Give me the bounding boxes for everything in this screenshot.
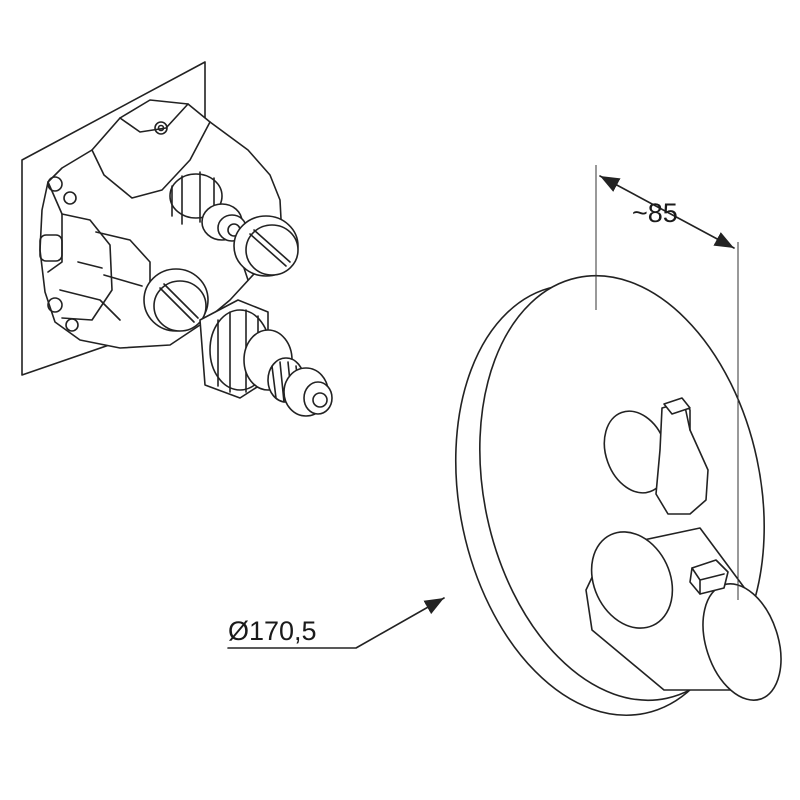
diameter-dimension-label: Ø170,5: [228, 616, 317, 646]
trim-plate-illustration: [454, 274, 782, 717]
service-stop-screw-bottom: [143, 268, 209, 332]
service-stop-screw-top: [233, 215, 299, 281]
thermostatic-cartridge: [199, 299, 333, 417]
top-outlet-fitting: [169, 171, 247, 242]
depth-dimension-label: ~85: [632, 198, 678, 228]
valve-body-illustration: [21, 61, 333, 417]
temperature-knob: [585, 527, 782, 701]
diverter-lever: [603, 397, 709, 515]
depth-dimension: ~85: [595, 165, 739, 600]
diameter-dimension: Ø170,5: [227, 597, 445, 649]
